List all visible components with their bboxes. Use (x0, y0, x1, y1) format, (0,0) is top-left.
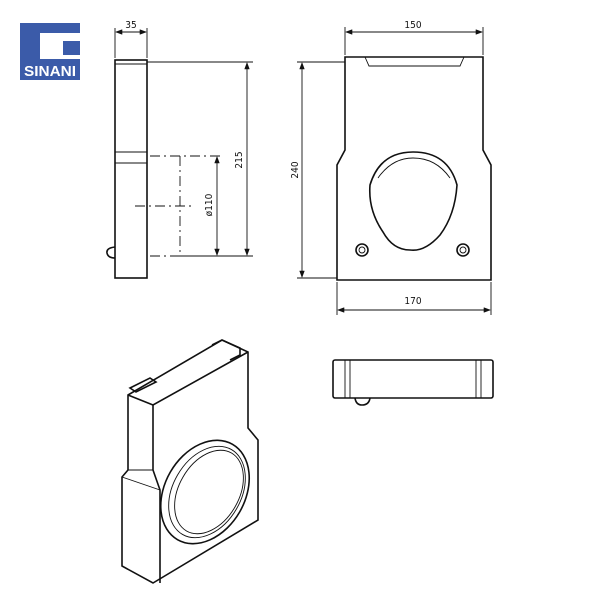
dim-front-height-label: 240 (290, 161, 301, 178)
top-view (332, 359, 494, 406)
dim-bottom-width-label: 170 (404, 296, 421, 307)
dim-side-height-label: 215 (234, 151, 245, 168)
dim-diameter-label: ø110 (204, 193, 215, 216)
logo-text: SINANI (24, 63, 76, 80)
dim-thickness-label: 35 (125, 20, 136, 31)
logo-mark (40, 33, 80, 59)
dim-top-width-label: 150 (404, 20, 421, 31)
side-view: 35 215 ø110 (106, 20, 253, 279)
front-view: 240 150 170 (290, 20, 492, 315)
sinani-logo: SINANI (20, 23, 80, 80)
isometric-view (121, 339, 259, 584)
